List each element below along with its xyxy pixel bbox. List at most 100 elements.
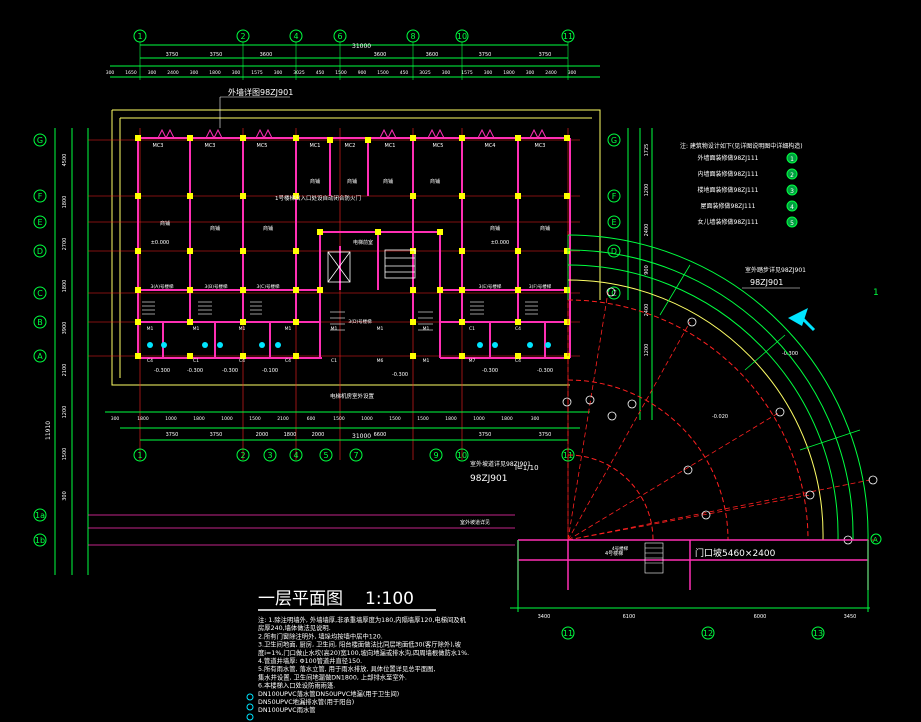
column <box>515 248 521 254</box>
top-total-dimension: 31000 <box>352 43 371 50</box>
svg-text:8: 8 <box>410 32 415 41</box>
bottom-dim-2: 2000 <box>312 432 325 438</box>
annex-walls <box>517 539 869 590</box>
column <box>187 319 193 325</box>
top-dim-1: 3750 <box>210 52 223 58</box>
room-code: MC1 <box>385 143 396 149</box>
svg-text:G: G <box>611 136 617 145</box>
top-dim-1: 3750 <box>479 52 492 58</box>
elevation-marks: ±0.000-0.300-0.300-0.300-0.100-0.300-0.3… <box>151 240 798 420</box>
column <box>515 193 521 199</box>
door-label: M1 <box>331 326 338 332</box>
column <box>293 353 299 359</box>
elevation-mark: -0.300 <box>222 368 238 374</box>
elevation-mark: -0.300 <box>782 351 798 357</box>
bottom-dim-1: 1800 <box>193 416 205 422</box>
top-dim-2: 300 <box>442 70 451 76</box>
top-dim-2: 900 <box>358 70 367 76</box>
stair-label: 3(F)号楼梯 <box>529 283 552 290</box>
left-dim: 1800 <box>62 196 68 209</box>
column <box>240 193 246 199</box>
elevation-mark: -0.300 <box>537 368 553 374</box>
note-line: 6.本楼梯入口处设防雨雨篷. <box>258 681 335 690</box>
door-label: C4 <box>515 358 521 364</box>
note-line: 度i=1%,门口做止水坎(高20)宽100,坡向地漏或排水沟,四周墙根做防水1%… <box>258 648 469 657</box>
svg-text:1a: 1a <box>35 511 45 520</box>
bottom-right-dim: 3450 <box>844 614 857 620</box>
top-dim-1: 3600 <box>260 52 273 58</box>
right-grid-bubble: F <box>607 189 621 203</box>
left-grid-bubble: 1b <box>33 533 47 547</box>
column <box>240 353 246 359</box>
right-dim: 1200 <box>644 184 650 197</box>
top-dim-2: 1575 <box>251 70 263 76</box>
bottom-dim-1: 1500 <box>417 416 429 422</box>
shop-label: 商铺 <box>347 178 357 185</box>
note-line: DN50UPVC地漏排水管(用于阳台) <box>258 697 354 706</box>
left-dim: 1800 <box>62 280 68 293</box>
legend-item: 女儿墙装修做98ZJ111 <box>698 218 759 226</box>
legend-code-icon: 3 <box>786 184 798 196</box>
column <box>317 287 323 293</box>
column <box>365 137 371 143</box>
column <box>459 135 465 141</box>
elevation-mark: -0.300 <box>482 368 498 374</box>
column <box>135 135 141 141</box>
column <box>135 353 141 359</box>
stair-label: 3(D)号楼梯 <box>348 318 372 325</box>
top-dim-2: 300 <box>148 70 157 76</box>
left-grid-bubble: A <box>33 349 47 363</box>
bottom-dim-1: 1800 <box>445 416 457 422</box>
top-grid-bubble: 2 <box>236 29 250 43</box>
column <box>459 287 465 293</box>
column <box>410 248 416 254</box>
legend-title: 注: 建筑物设计如下(见详图说明图中详细构造) <box>680 142 803 150</box>
door-label: M1 <box>147 326 154 332</box>
top-grid-bubble: 11 <box>561 29 575 43</box>
svg-text:1: 1 <box>137 32 142 41</box>
left-dim: 2100 <box>62 364 68 377</box>
legend-item: 内墙面装修做98ZJ111 <box>698 170 759 178</box>
column <box>293 287 299 293</box>
svg-text:9: 9 <box>433 451 438 460</box>
note-line: DN100UPVC落水管DN50UPVC地漏(用于卫生间) <box>258 689 399 698</box>
note-line: DN100UPVC雨水管 <box>258 705 316 714</box>
bottom-right-grid-bubble: 11 <box>561 626 575 640</box>
column <box>564 135 570 141</box>
left-dim: 1200 <box>62 406 68 419</box>
stair-hatches <box>142 301 538 331</box>
column <box>410 353 416 359</box>
bottom-dim-1: 1000 <box>221 416 233 422</box>
legend-item: 楼地面装修做98ZJ111 <box>698 186 759 194</box>
bottom-dim-2: 3750 <box>479 432 492 438</box>
svg-text:2: 2 <box>240 451 245 460</box>
svg-text:F: F <box>612 192 617 201</box>
door-label: C4 <box>239 358 245 364</box>
column <box>240 319 246 325</box>
drawing-scale: 1:100 <box>365 589 414 609</box>
column <box>135 319 141 325</box>
svg-text:E: E <box>611 218 616 227</box>
left-grid-bubble: F <box>33 189 47 203</box>
stair-label: 3(A)号楼梯 <box>151 283 174 290</box>
column <box>135 248 141 254</box>
left-grid-bubble: G <box>33 133 47 147</box>
arc-end-grid-label: A <box>873 536 878 544</box>
svg-text:5: 5 <box>790 220 794 227</box>
room-code: MC3 <box>153 143 164 149</box>
top-dim-1: 3600 <box>426 52 439 58</box>
column <box>240 135 246 141</box>
top-dim-2: 300 <box>106 70 115 76</box>
general-notes: 注: 1.除注明墙外, 外墙墙厚,非承重墙厚度为180,内隔墙厚120,电梯间及… <box>258 615 469 714</box>
note-line: 注: 1.除注明墙外, 外墙墙厚,非承重墙厚度为180,内隔墙厚120,电梯间及… <box>258 615 467 624</box>
left-grid-bubble: B <box>33 315 47 329</box>
bottom-dim-1: 600 <box>307 416 316 422</box>
left-dimension-lines <box>54 128 89 575</box>
